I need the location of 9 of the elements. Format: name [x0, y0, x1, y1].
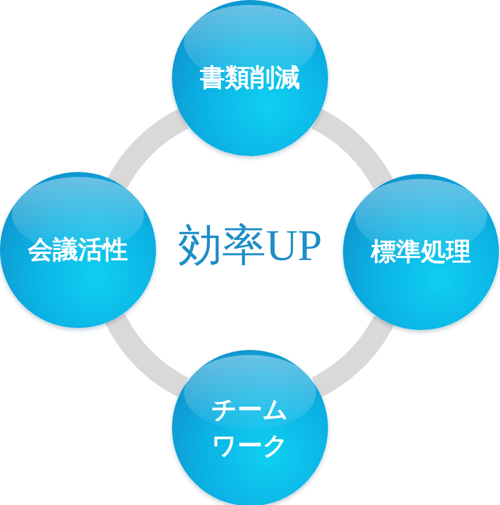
ring-connector [311, 109, 393, 190]
topic-label: チームワーク [210, 394, 290, 462]
topic-label: 書類削減 [200, 62, 300, 94]
topic-label: 会議活性 [28, 234, 128, 266]
center-title: 効率UP [176, 220, 324, 272]
topic-label: 標準処理 [371, 236, 471, 268]
ring-connector [105, 313, 189, 397]
ring-connector [108, 109, 189, 188]
ring-connector [311, 315, 394, 397]
